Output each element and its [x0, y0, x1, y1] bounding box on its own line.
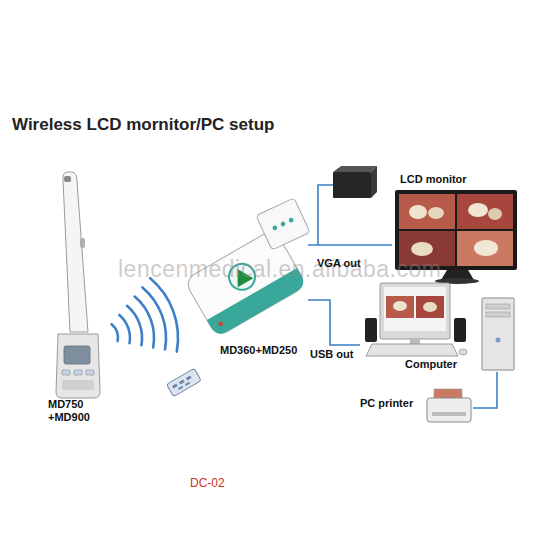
cable-connector	[308, 300, 360, 345]
computer-drawing-part	[380, 283, 450, 339]
device-label: PC printer	[360, 397, 440, 410]
device-label: LCD monitor	[400, 173, 510, 186]
vga-converter-part	[333, 166, 377, 172]
printer-drawing-part	[427, 398, 471, 422]
remote-control-part	[185, 382, 190, 386]
wireless-receiver-part-part	[184, 228, 307, 337]
printer-drawing-part	[432, 412, 466, 416]
figure-code: DC-02	[190, 476, 225, 490]
remote-control-part	[179, 379, 185, 384]
intraoral-camera-part	[86, 370, 94, 375]
computer-drawing-part	[416, 296, 444, 318]
vga-converter	[318, 166, 377, 245]
printer-drawing	[427, 389, 471, 422]
vga-converter-part	[333, 172, 371, 198]
computer-drawing-part	[384, 287, 446, 331]
wireless-waves-part	[135, 297, 154, 348]
port-label: USB out	[310, 348, 353, 360]
wireless-waves-part	[112, 324, 118, 341]
computer-drawing-part	[459, 349, 467, 355]
intraoral-camera-part	[80, 238, 85, 248]
computer-drawing-part	[410, 339, 420, 344]
wireless-receiver-part-part	[272, 225, 278, 231]
computer-drawing-part	[482, 298, 514, 370]
vga-converter-part	[371, 166, 377, 198]
intraoral-camera	[56, 172, 100, 398]
intraoral-camera-part	[64, 176, 71, 182]
wireless-waves-part	[119, 315, 130, 343]
computer-drawing-part	[496, 338, 501, 343]
cable-connector	[308, 244, 392, 246]
remote-control-part	[172, 383, 178, 388]
lcd-monitor-drawing-part	[488, 208, 502, 220]
printer-node: PC printer	[355, 388, 473, 428]
computer-drawing-part	[486, 312, 510, 317]
diagram-title: Wireless LCD mornitor/PC setup	[12, 115, 274, 135]
intraoral-camera-part	[63, 172, 88, 332]
cable-connector	[473, 372, 497, 408]
computer-drawing-part	[486, 304, 510, 309]
intraoral-camera-part	[74, 370, 82, 375]
device-label: MD360+MD250	[220, 344, 320, 357]
wireless-receiver-part-part	[218, 321, 224, 327]
intraoral-camera-part	[56, 334, 100, 398]
computer-drawing-part	[366, 344, 458, 356]
wireless-receiver-part	[184, 228, 307, 337]
device-label: Computer	[405, 358, 495, 371]
wireless-receiver-part-part	[256, 198, 310, 250]
wireless-receiver-part	[256, 198, 310, 250]
intraoral-camera-part	[62, 370, 70, 375]
vga-converter-part	[318, 185, 333, 245]
wireless-waves	[112, 278, 178, 351]
intraoral-camera-part	[62, 380, 94, 390]
computer-drawing-part	[393, 301, 407, 311]
wireless-receiver-part-part	[280, 221, 286, 227]
watermark: lencenmedical.en.alibaba.com	[118, 256, 441, 283]
computer-drawing-part	[386, 296, 414, 318]
lcd-monitor-drawing-part	[457, 231, 513, 266]
wireless-waves-part	[150, 278, 178, 351]
computer-drawing-part	[423, 302, 437, 312]
computer-node: Computer	[360, 282, 518, 372]
wireless-receiver-part-part	[288, 217, 294, 223]
lcd-monitor-drawing-part	[411, 242, 433, 256]
lcd-monitor-drawing-part	[468, 203, 488, 217]
port-label: VGA out	[317, 257, 361, 269]
lcd-monitor-drawing-part	[409, 205, 427, 219]
intraoral-camera-part	[64, 346, 90, 364]
remote-control-part	[186, 375, 192, 380]
lcd-monitor-drawing-part	[399, 194, 455, 229]
computer-drawing	[365, 283, 514, 370]
remote-control	[167, 368, 202, 396]
computer-drawing-part	[454, 318, 466, 342]
wireless-waves-part	[142, 287, 166, 349]
remote-control-part	[167, 368, 202, 396]
lcd-monitor-drawing-part	[474, 240, 498, 256]
device-label: MD750 +MD900	[48, 398, 98, 424]
intraoral-camera-node: MD750 +MD900	[45, 168, 107, 426]
computer-drawing-part	[365, 318, 377, 342]
lcd-monitor-drawing-part	[428, 207, 444, 219]
wireless-waves-part	[127, 306, 142, 346]
remote-control-part	[178, 386, 183, 390]
lcd-monitor-drawing-part	[457, 194, 513, 229]
